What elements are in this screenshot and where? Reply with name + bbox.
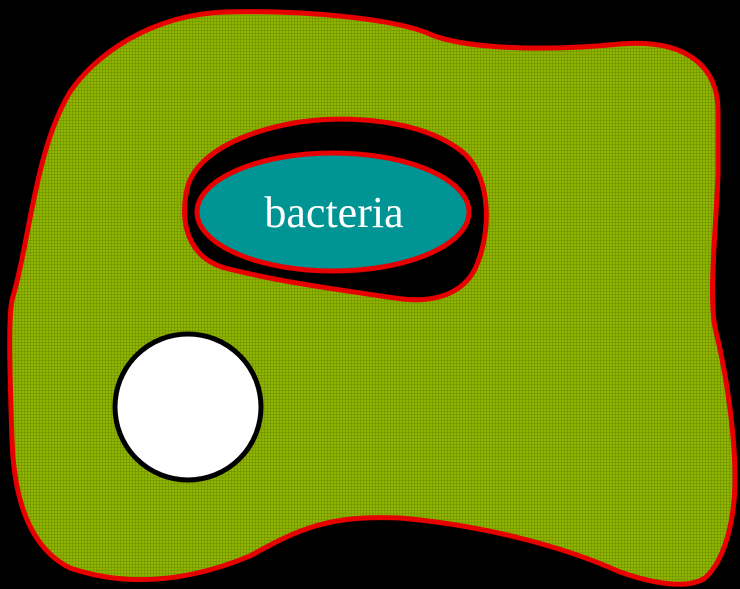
bacteria-label: bacteria bbox=[264, 188, 403, 237]
cell-body bbox=[10, 12, 735, 585]
white-circle bbox=[115, 334, 261, 480]
